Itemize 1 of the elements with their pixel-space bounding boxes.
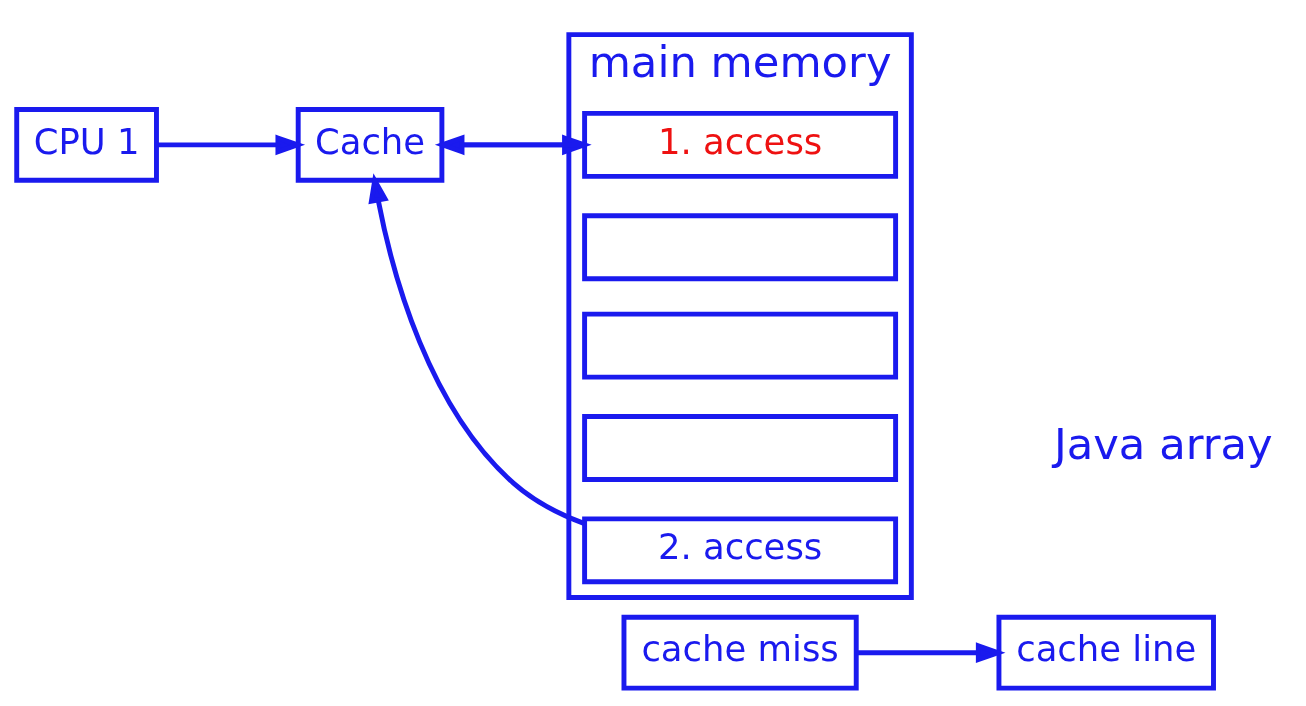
label: Java array [1053,418,1273,469]
